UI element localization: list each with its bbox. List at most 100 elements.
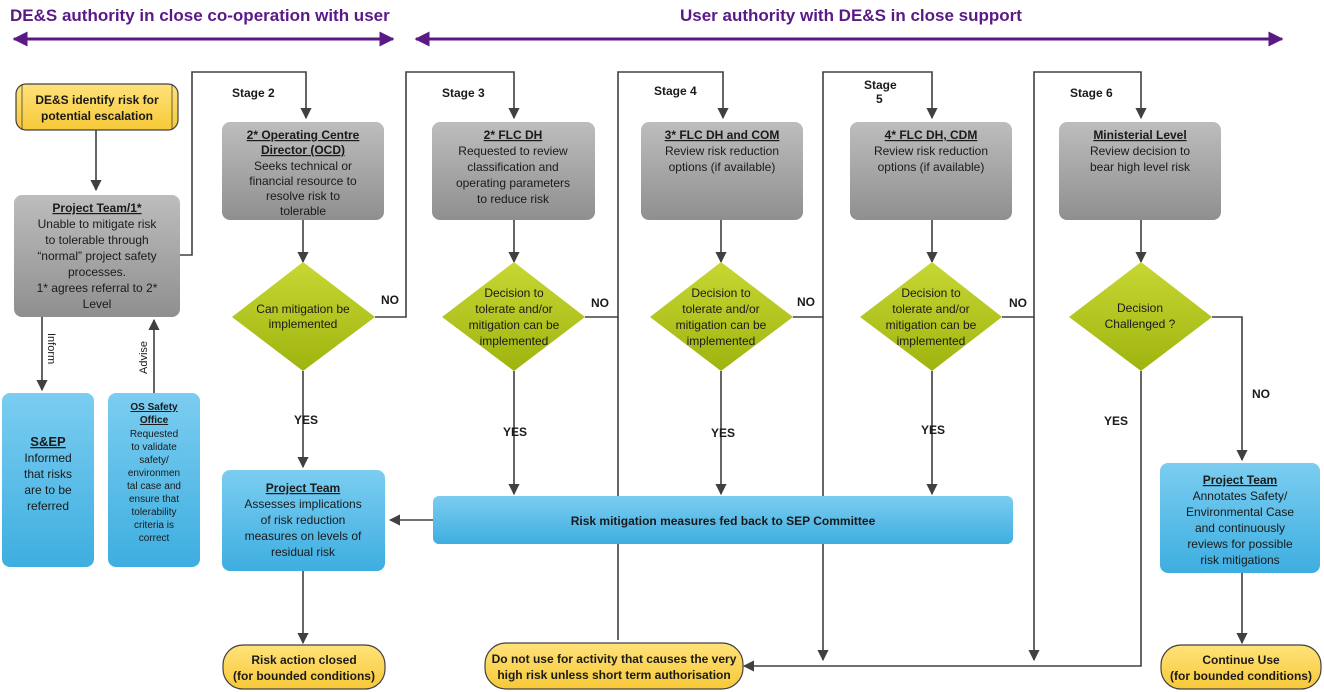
- start-terminator: DE&S identify risk for potential escalat…: [15, 83, 179, 131]
- svg-text:“normal” project safety: “normal” project safety: [37, 249, 156, 263]
- svg-text:processes.: processes.: [68, 265, 126, 279]
- svg-text:tolerate and/or: tolerate and/or: [475, 302, 552, 316]
- yes-label-1: YES: [294, 413, 318, 427]
- svg-text:Unable to mitigate risk: Unable to mitigate risk: [38, 217, 158, 231]
- risk-action-closed-terminator: Risk action closed (for bounded conditio…: [222, 644, 386, 690]
- svg-text:Review risk reduction: Review risk reduction: [874, 144, 988, 158]
- ocd-box: 2* Operating Centre Director (OCD) Seeks…: [222, 122, 384, 220]
- connectors: [36, 71, 1248, 672]
- svg-text:Decision to: Decision to: [691, 286, 751, 300]
- no-label-2: NO: [591, 296, 609, 310]
- svg-text:options (if available): options (if available): [669, 160, 776, 174]
- svg-text:Project Team: Project Team: [266, 481, 340, 495]
- svg-text:risk mitigations: risk mitigations: [1200, 553, 1279, 567]
- project-team-2-box: Project Team Assesses implications of ri…: [222, 470, 385, 571]
- stage-4-label: Stage 4: [654, 84, 697, 98]
- svg-text:mitigation can be: mitigation can be: [676, 318, 767, 332]
- svg-text:(for bounded conditions): (for bounded conditions): [1170, 669, 1312, 683]
- svg-text:implemented: implemented: [897, 334, 966, 348]
- svg-text:2* FLC DH: 2* FLC DH: [484, 128, 543, 142]
- continue-use-terminator: Continue Use (for bounded conditions): [1160, 644, 1322, 690]
- svg-text:reviews for possible: reviews for possible: [1187, 537, 1293, 551]
- sep-box: S&EP Informed that risks are to be refer…: [2, 393, 94, 567]
- flc-com-box: 3* FLC DH and COM Review risk reduction …: [641, 122, 803, 220]
- project-team-1-box: Project Team/1* Unable to mitigate risk …: [14, 195, 180, 317]
- svg-text:Decision to: Decision to: [901, 286, 961, 300]
- svg-text:that risks: that risks: [24, 467, 72, 481]
- svg-text:of risk reduction: of risk reduction: [261, 513, 346, 527]
- stage-2-label: Stage 2: [232, 86, 275, 100]
- decision-4: Decision to tolerate and/or mitigation c…: [860, 262, 1002, 371]
- svg-text:high risk unless short term au: high risk unless short term authorisatio…: [497, 668, 730, 682]
- flc-cdm-box: 4* FLC DH, CDM Review risk reduction opt…: [850, 122, 1012, 220]
- decision-1: Can mitigation be implemented: [232, 262, 375, 371]
- svg-text:Challenged ?: Challenged ?: [1105, 317, 1176, 331]
- svg-text:mitigation can be: mitigation can be: [469, 318, 560, 332]
- svg-text:implemented: implemented: [687, 334, 756, 348]
- stage-6-label: Stage 6: [1070, 86, 1113, 100]
- stage-5-number: 5: [876, 92, 883, 106]
- svg-text:residual risk: residual risk: [271, 545, 336, 559]
- svg-text:resolve risk to: resolve risk to: [266, 189, 340, 203]
- no-label-1: NO: [381, 293, 399, 307]
- svg-text:Decision to: Decision to: [484, 286, 544, 300]
- svg-text:Seeks technical or: Seeks technical or: [254, 159, 352, 173]
- svg-text:4* FLC DH, CDM: 4* FLC DH, CDM: [885, 128, 978, 142]
- decision-5: Decision Challenged ?: [1069, 262, 1212, 371]
- svg-text:S&EP: S&EP: [30, 434, 66, 449]
- svg-text:to reduce risk: to reduce risk: [477, 192, 550, 206]
- svg-text:measures on levels of: measures on levels of: [245, 529, 362, 543]
- svg-text:safety/: safety/: [139, 455, 169, 466]
- no-label-3: NO: [797, 295, 815, 309]
- svg-text:to validate: to validate: [131, 442, 177, 453]
- no-label-4: NO: [1009, 296, 1027, 310]
- svg-text:OS Safety: OS Safety: [130, 402, 178, 413]
- svg-text:Continue Use: Continue Use: [1202, 653, 1280, 667]
- decision-2: Decision to tolerate and/or mitigation c…: [442, 262, 585, 371]
- svg-text:and continuously: and continuously: [1195, 521, 1285, 535]
- svg-text:Requested to review: Requested to review: [458, 144, 568, 158]
- svg-text:tal case and: tal case and: [127, 481, 181, 492]
- svg-text:Project Team/1*: Project Team/1*: [52, 201, 141, 215]
- svg-text:implemented: implemented: [269, 317, 338, 331]
- stage-5-label: Stage: [864, 78, 897, 92]
- svg-text:Project Team: Project Team: [1203, 473, 1277, 487]
- svg-text:Requested: Requested: [130, 429, 178, 440]
- svg-text:Office: Office: [140, 415, 169, 426]
- svg-text:potential escalation: potential escalation: [41, 109, 153, 123]
- svg-text:financial resource to: financial resource to: [249, 174, 357, 188]
- svg-text:options (if available): options (if available): [878, 160, 985, 174]
- flc-dh-box: 2* FLC DH Requested to review classifica…: [432, 122, 595, 220]
- svg-text:are to be: are to be: [24, 483, 72, 497]
- svg-text:bear high level risk: bear high level risk: [1090, 160, 1191, 174]
- svg-text:mitigation can be: mitigation can be: [886, 318, 977, 332]
- svg-text:Risk action closed: Risk action closed: [251, 653, 356, 667]
- decision-3: Decision to tolerate and/or mitigation c…: [650, 262, 793, 371]
- no-label-5: NO: [1252, 387, 1270, 401]
- inform-label: Inform: [45, 333, 57, 364]
- svg-text:Review risk reduction: Review risk reduction: [665, 144, 779, 158]
- stage-3-label: Stage 3: [442, 86, 485, 100]
- svg-text:to tolerable through: to tolerable through: [45, 233, 148, 247]
- ministerial-box: Ministerial Level Review decision to bea…: [1059, 122, 1221, 220]
- svg-text:Assesses implications: Assesses implications: [244, 497, 361, 511]
- header-left: DE&S authority in close co-operation wit…: [10, 6, 390, 25]
- os-safety-office-box: OS Safety Office Requested to validate s…: [108, 393, 200, 567]
- yes-label-3: YES: [711, 426, 735, 440]
- do-not-use-terminator: Do not use for activity that causes the …: [484, 642, 744, 690]
- svg-text:correct: correct: [139, 533, 170, 544]
- svg-text:criteria is: criteria is: [134, 520, 174, 531]
- svg-text:Level: Level: [83, 297, 112, 311]
- svg-text:Can mitigation be: Can mitigation be: [256, 302, 350, 316]
- svg-text:Do not use for activity that c: Do not use for activity that causes the …: [492, 652, 737, 666]
- svg-text:3* FLC DH and COM: 3* FLC DH and COM: [665, 128, 780, 142]
- svg-text:tolerable: tolerable: [280, 204, 326, 218]
- svg-text:implemented: implemented: [480, 334, 549, 348]
- svg-text:environmen: environmen: [128, 468, 180, 479]
- yes-label-4: YES: [921, 423, 945, 437]
- svg-text:Director (OCD): Director (OCD): [261, 143, 345, 157]
- svg-text:Risk mitigation measures fed b: Risk mitigation measures fed back to SEP…: [571, 514, 876, 528]
- svg-text:DE&S identify risk for: DE&S identify risk for: [35, 93, 159, 107]
- svg-text:(for bounded conditions): (for bounded conditions): [233, 669, 375, 683]
- svg-text:Informed: Informed: [24, 451, 71, 465]
